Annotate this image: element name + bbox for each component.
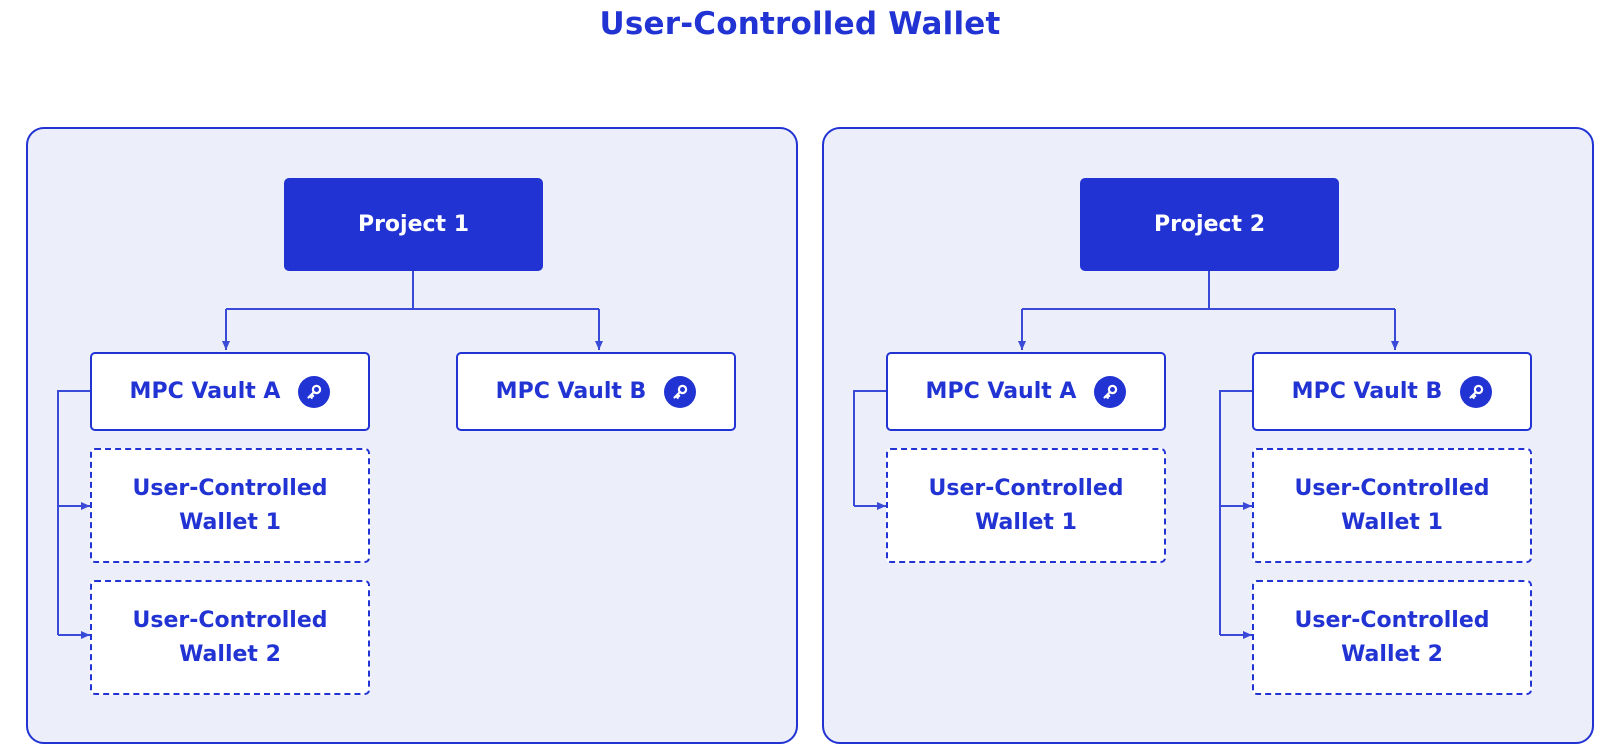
vault-label: MPC Vault A bbox=[925, 379, 1077, 404]
project-1-vault-a-wallet-2: User-Controlled Wallet 2 bbox=[90, 580, 370, 695]
vault-label: MPC Vault B bbox=[495, 379, 647, 404]
wallet-label-line2: Wallet 1 bbox=[1341, 509, 1443, 535]
wallet-label-line2: Wallet 2 bbox=[1341, 641, 1443, 667]
project-2-vault-a: MPC Vault A bbox=[886, 352, 1166, 431]
project-1-node: Project 1 bbox=[284, 178, 543, 271]
wallet-label-line1: User-Controlled bbox=[1294, 475, 1490, 501]
wallet-label-line1: User-Controlled bbox=[132, 607, 328, 633]
project-1-vault-a-wallet-1: User-Controlled Wallet 1 bbox=[90, 448, 370, 563]
diagram-title: User-Controlled Wallet bbox=[599, 6, 1001, 42]
wallet-label-line1: User-Controlled bbox=[928, 475, 1124, 501]
project-1-vault-b: MPC Vault B bbox=[456, 352, 736, 431]
project-2-vault-b: MPC Vault B bbox=[1252, 352, 1532, 431]
project-2-vault-a-wallet-1: User-Controlled Wallet 1 bbox=[886, 448, 1166, 563]
key-icon bbox=[298, 375, 331, 408]
key-icon bbox=[1460, 375, 1493, 408]
wallet-label-line1: User-Controlled bbox=[1294, 607, 1490, 633]
project-2-vault-b-wallet-1: User-Controlled Wallet 1 bbox=[1252, 448, 1532, 563]
wallet-label-line1: User-Controlled bbox=[132, 475, 328, 501]
vault-label: MPC Vault A bbox=[129, 379, 281, 404]
key-icon bbox=[664, 375, 697, 408]
wallet-label-line2: Wallet 1 bbox=[179, 509, 281, 535]
wallet-label-line2: Wallet 1 bbox=[975, 509, 1077, 535]
key-icon bbox=[1094, 375, 1127, 408]
project-2-node: Project 2 bbox=[1080, 178, 1339, 271]
vault-label: MPC Vault B bbox=[1291, 379, 1443, 404]
project-2-vault-b-wallet-2: User-Controlled Wallet 2 bbox=[1252, 580, 1532, 695]
project-1-vault-a: MPC Vault A bbox=[90, 352, 370, 431]
wallet-label-line2: Wallet 2 bbox=[179, 641, 281, 667]
